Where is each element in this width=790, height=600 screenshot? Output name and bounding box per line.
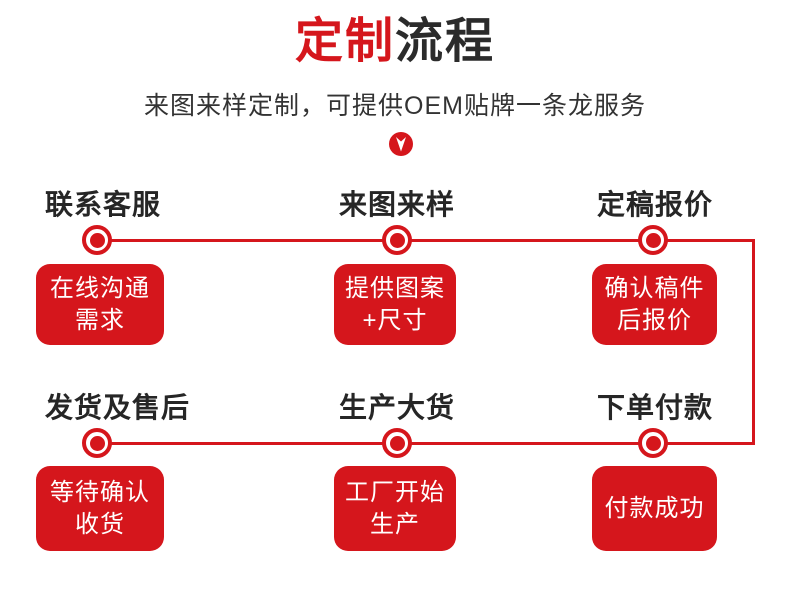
step-dot-contact xyxy=(82,225,112,255)
step-box-line: 提供图案 xyxy=(345,274,445,302)
step-dot-production xyxy=(382,428,412,458)
step-box-production: 工厂开始 生产 xyxy=(334,466,456,551)
connector-line-bottom xyxy=(97,442,755,445)
step-dot-shipping xyxy=(82,428,112,458)
step-box-line: 在线沟通 xyxy=(50,274,150,302)
step-dot-core xyxy=(645,435,661,451)
page-title: 定制流程 xyxy=(0,15,790,69)
step-box-line: 等待确认 xyxy=(50,478,150,506)
step-label-sample: 来图来样 xyxy=(338,189,456,220)
page-title-rest: 流程 xyxy=(395,15,496,68)
step-box-line: +尺寸 xyxy=(362,306,428,334)
step-dot-sample xyxy=(382,225,412,255)
step-dot-quote xyxy=(638,225,668,255)
step-label-shipping: 发货及售后 xyxy=(45,392,191,423)
step-box-sample: 提供图案 +尺寸 xyxy=(334,264,456,345)
step-box-line: 工厂开始 xyxy=(345,478,445,506)
page-subtitle: 来图来样定制，可提供OEM贴牌一条龙服务 xyxy=(144,92,646,120)
step-box-line: 需求 xyxy=(75,306,125,334)
step-label-contact: 联系客服 xyxy=(45,189,162,220)
step-dot-core xyxy=(89,232,105,248)
step-box-quote: 确认稿件 后报价 xyxy=(592,264,717,345)
step-box-contact: 在线沟通 需求 xyxy=(36,264,164,345)
step-box-line: 生产 xyxy=(370,510,420,538)
step-dot-core xyxy=(645,232,661,248)
step-box-line: 后报价 xyxy=(617,306,692,334)
step-label-quote: 定稿报价 xyxy=(596,189,714,220)
step-label-payment: 下单付款 xyxy=(596,392,714,423)
page-title-accent: 定制 xyxy=(294,15,395,68)
step-box-line: 确认稿件 xyxy=(604,274,705,302)
step-dot-core xyxy=(389,232,405,248)
step-box-payment: 付款成功 xyxy=(592,466,717,551)
step-dot-core xyxy=(89,435,105,451)
step-dot-core xyxy=(389,435,405,451)
step-dot-payment xyxy=(638,428,668,458)
connector-line-top xyxy=(97,239,755,242)
step-box-line: 付款成功 xyxy=(604,494,705,522)
step-box-shipping: 等待确认 收货 xyxy=(36,466,164,551)
down-arrow-icon xyxy=(389,132,413,156)
step-box-line: 收货 xyxy=(75,510,125,538)
connector-line-right xyxy=(752,239,755,445)
step-label-production: 生产大货 xyxy=(338,392,456,423)
